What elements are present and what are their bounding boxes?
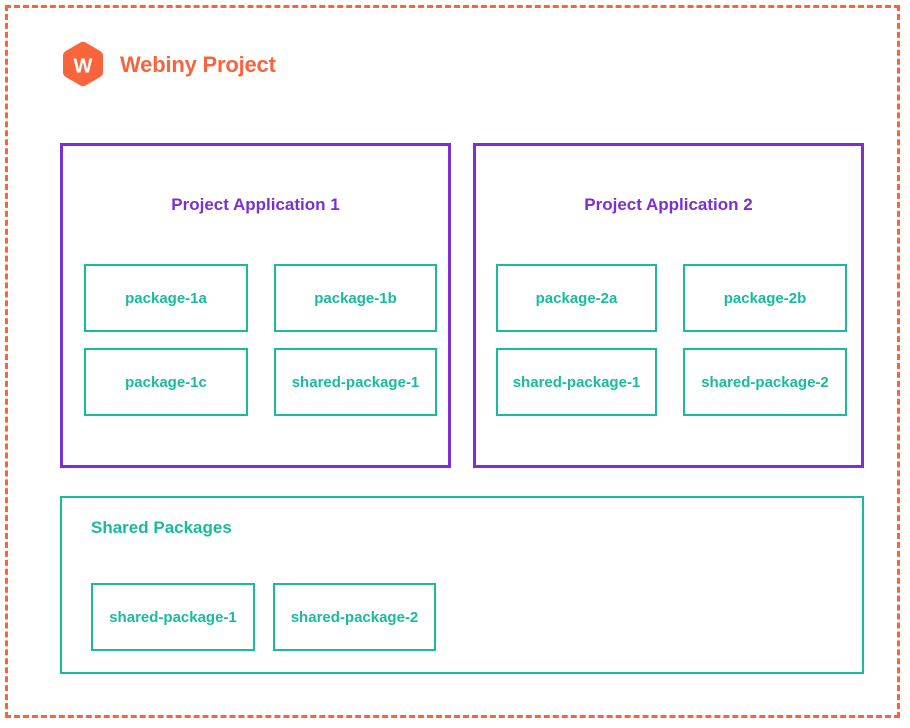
package-box[interactable]: shared-package-1 — [496, 348, 657, 416]
shared-packages-title: Shared Packages — [91, 518, 232, 537]
brand-header: W Webiny Project — [60, 41, 276, 89]
package-label: shared-package-1 — [109, 608, 237, 626]
package-label: package-1b — [314, 289, 397, 307]
package-label: shared-package-1 — [512, 373, 641, 391]
package-box[interactable]: shared-package-1 — [274, 348, 437, 416]
application-container-2[interactable]: Project Application 2 package-2a package… — [473, 143, 864, 468]
package-label: package-2b — [723, 289, 807, 307]
application-title-2: Project Application 2 — [584, 195, 753, 214]
package-box[interactable]: shared-package-1 — [91, 583, 255, 651]
package-box[interactable]: package-2b — [683, 264, 847, 332]
package-box[interactable]: package-2a — [496, 264, 657, 332]
package-label: package-2a — [535, 289, 618, 307]
package-box[interactable]: package-1b — [274, 264, 437, 332]
package-label: package-1a — [125, 289, 207, 307]
application-container-1[interactable]: Project Application 1 package-1a package… — [60, 143, 451, 468]
package-box[interactable]: shared-package-2 — [273, 583, 436, 651]
package-box[interactable]: package-1a — [84, 264, 248, 332]
package-label: shared-package-2 — [701, 373, 829, 391]
svg-text:W: W — [74, 56, 93, 78]
package-label: package-1c — [125, 373, 207, 391]
package-label: shared-package-1 — [291, 373, 420, 391]
project-boundary: W Webiny Project Project Application 1 p… — [5, 5, 900, 718]
package-box[interactable]: package-1c — [84, 348, 248, 416]
package-label: shared-package-2 — [290, 608, 419, 626]
brand-title: Webiny Project — [120, 52, 276, 77]
application-title-1: Project Application 1 — [171, 195, 340, 214]
webiny-hexagon-logo-icon: W — [60, 41, 106, 89]
package-box[interactable]: shared-package-2 — [683, 348, 847, 416]
shared-packages-container[interactable]: Shared Packages shared-package-1 shared-… — [60, 496, 864, 674]
